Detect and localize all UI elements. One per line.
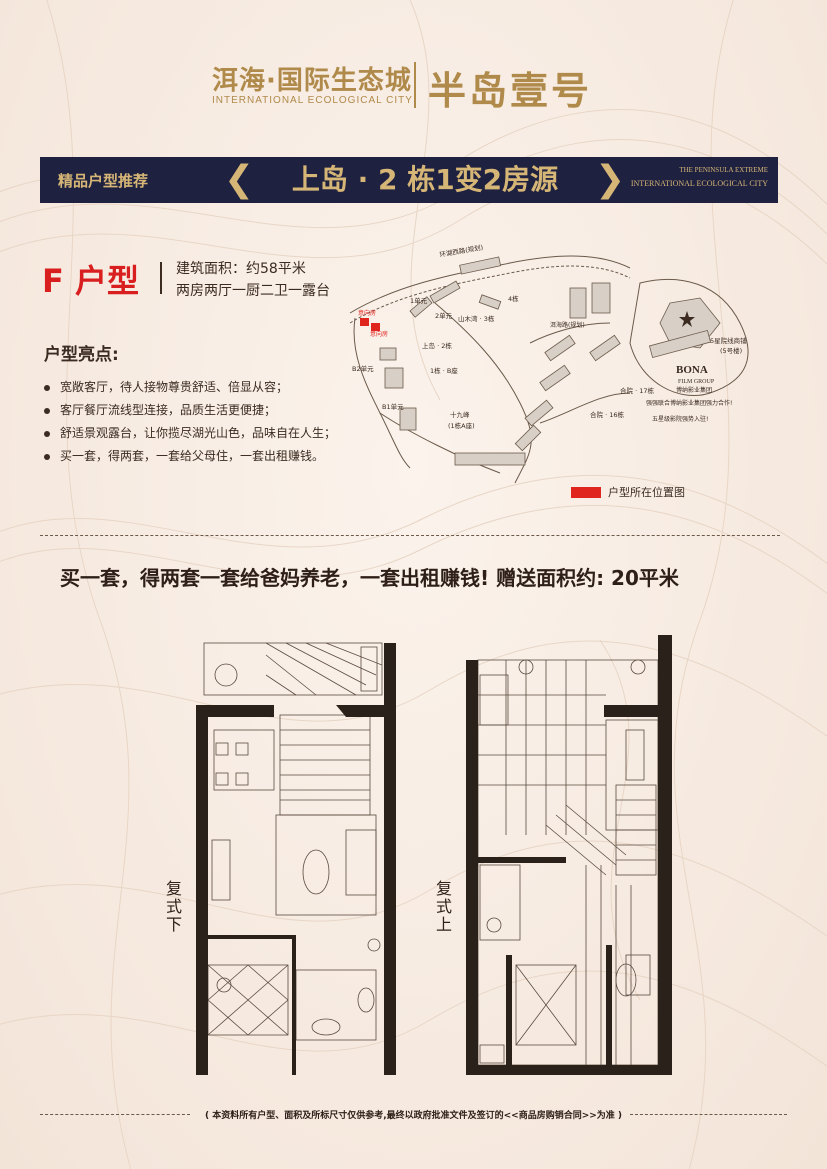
list-item: 客厅餐厅流线型连接，品质生活更便捷； (44, 399, 336, 422)
map-coop-text: 强强联合博纳影业集团强力合作! (646, 399, 732, 407)
floor-plan-upper (466, 635, 672, 1075)
section-divider (40, 535, 780, 536)
map-label-unit1: 1单元 (410, 296, 428, 305)
unit-area: 建筑面积：约58平米 (176, 261, 306, 277)
disclaimer-text: ( 本资料所有户型、面积及所标尺寸仅供参考,最终以政府批准文件及签订的<<商品房… (204, 1111, 623, 1121)
banner-left-label: 精品户型推荐 (58, 172, 149, 190)
bullet-icon (44, 384, 50, 391)
map-label-shanmu: 山木湾 · 3栋 (458, 314, 495, 323)
footer-line-right (630, 1114, 787, 1115)
map-label-b4: 4栋 (508, 294, 519, 303)
map-label-heyuan17: 合院 · 17栋 (620, 386, 654, 395)
map-label-road-top: 环湖西路(规划) (439, 243, 484, 259)
map-label-red1: 意向房 (358, 309, 376, 317)
map-label-heyuan16: 合院 · 16栋 (590, 410, 624, 419)
map-label-red2: 意向房 (370, 330, 388, 338)
floor-plan-lower (196, 642, 396, 1075)
map-label-b1unit: B1单元 (382, 402, 404, 411)
legend-label: 户型所在位置图 (608, 486, 685, 499)
bracket-right-icon: ❯ (595, 159, 626, 200)
map-label-road-mid: 洱海路(规划) (550, 321, 585, 329)
map-bona-cn: 博纳影业集团 (676, 386, 712, 394)
map-label-shijiu: 十九峰 (450, 410, 470, 419)
highlights-list: 宽敞客厅，待人接物尊贵舒适、倍显从容； 客厅餐厅流线型连接，品质生活更便捷； 舒… (44, 376, 336, 468)
brand-english: INTERNATIONAL ECOLOGICAL CITY (212, 95, 413, 106)
brand-divider (414, 62, 416, 108)
map-cinema-text: 五星级影院强势入驻! (652, 415, 708, 423)
upper-floor-label: 复式上 (433, 880, 452, 934)
slogan-text: 买一套，得两套一套给爸妈养老，一套出租赚钱! 赠送面积约: 20平米 (60, 566, 679, 590)
footer-line-left (40, 1114, 190, 1115)
lower-floor-label: 复式下 (163, 880, 182, 934)
map-label-shijiu-sub: (1栋A座) (448, 421, 475, 430)
unit-layout: 两房两厅一厨二卫一露台 (176, 283, 330, 299)
banner-en-line2: INTERNATIONAL ECOLOGICAL CITY (630, 179, 768, 188)
map-bona-logo: BONA (676, 364, 708, 376)
map-film-group: FILM GROUP (678, 379, 715, 385)
map-label-fivestar: 5星院线商铺 (710, 336, 747, 345)
banner-title: 上岛 · 2 栋1变2房源 (291, 163, 559, 196)
list-item: 宽敞客厅，待人接物尊贵舒适、倍显从容； (44, 376, 336, 399)
unit-divider (160, 262, 162, 294)
map-label-b1b: 1栋 · B座 (430, 366, 458, 375)
unit-type: F 户型 (42, 262, 140, 300)
legend-swatch (571, 487, 601, 498)
project-name: 半岛壹号 (428, 69, 593, 113)
bullet-icon (44, 407, 50, 414)
list-item: 舒适景观露台，让你揽尽湖光山色，品味自在人生； (44, 422, 336, 445)
bullet-icon (44, 453, 50, 460)
title-banner: 精品户型推荐 ❮ 上岛 · 2 栋1变2房源 ❯ THE PENINSULA E… (40, 157, 778, 203)
brand-chinese: 洱海·国际生态城 (212, 66, 412, 96)
map-label-unit2: 2单元 (435, 311, 453, 320)
map-label-b2unit: B2单元 (352, 364, 374, 373)
banner-en-line1: THE PENINSULA EXTREME (679, 166, 768, 174)
site-location-map: 环湖西路(规划) 1单元 2单元 4栋 山木湾 · 3栋 上岛 · 2栋 1栋 … (349, 243, 749, 484)
list-item: 买一套，得两套，一套给父母住，一套出租赚钱。 (44, 445, 336, 468)
map-label-building5: (5号楼) (720, 346, 742, 355)
bullet-icon (44, 430, 50, 437)
bracket-left-icon: ❮ (224, 159, 255, 200)
highlights-title: 户型亮点: (44, 345, 119, 365)
map-label-shangdao: 上岛 · 2栋 (422, 341, 452, 350)
